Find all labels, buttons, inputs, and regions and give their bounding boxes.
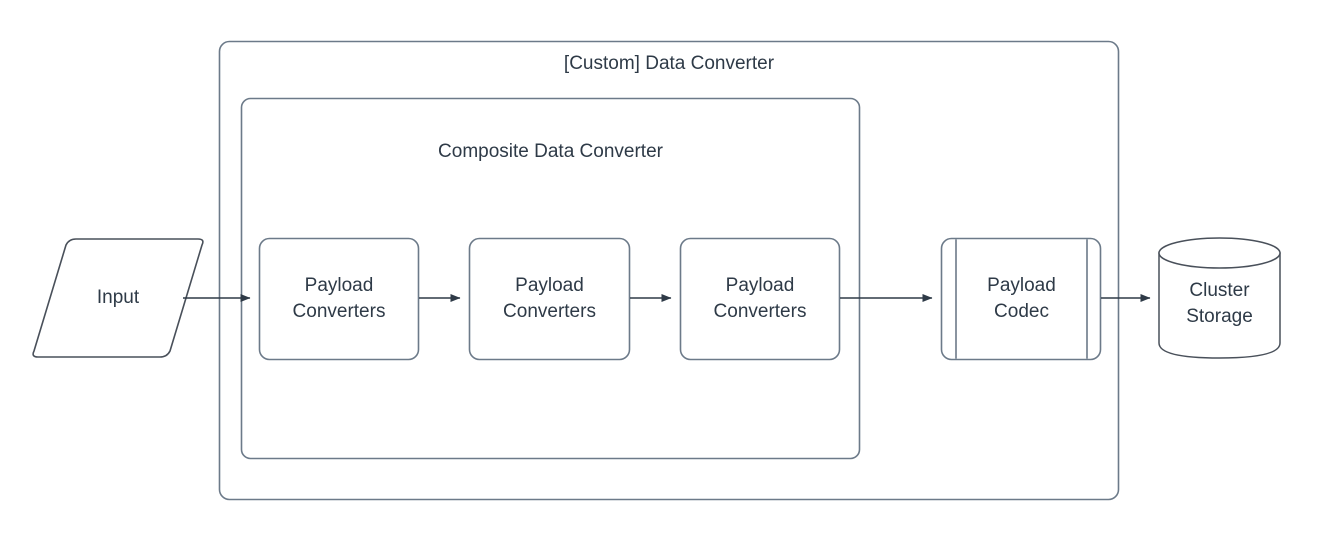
node-cluster-storage[interactable] xyxy=(1159,238,1280,358)
cylinder-top xyxy=(1158,237,1281,269)
shape-payload-converters-1[interactable] xyxy=(258,237,420,361)
node-payload-converters-1[interactable] xyxy=(259,238,419,360)
shape-input[interactable] xyxy=(32,238,204,358)
node-payload-converters-3[interactable] xyxy=(680,238,840,360)
node-payload-codec[interactable] xyxy=(941,238,1101,360)
node-payload-converters-2[interactable] xyxy=(469,238,630,360)
node-input[interactable] xyxy=(40,238,205,358)
shape-payload-codec[interactable] xyxy=(940,237,1102,361)
container-title-composite-data-converter: Composite Data Converter xyxy=(438,141,663,162)
shape-cluster-storage[interactable] xyxy=(1158,237,1281,359)
container-title-custom-data-converter: [Custom] Data Converter xyxy=(563,53,775,74)
shape-payload-converters-2[interactable] xyxy=(468,237,631,361)
shape-payload-converters-3[interactable] xyxy=(679,237,841,361)
